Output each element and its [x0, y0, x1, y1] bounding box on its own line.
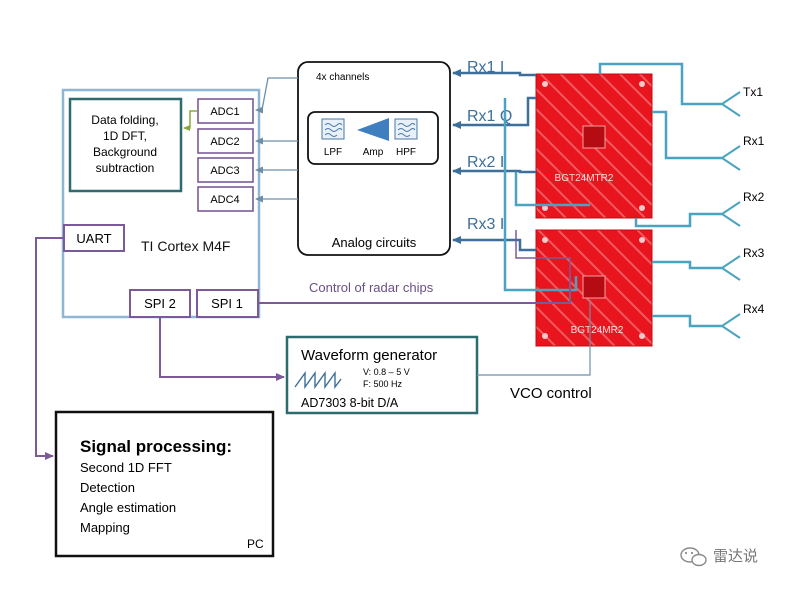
- processing-box: [68, 97, 183, 193]
- vco-label: VCO control: [510, 385, 592, 402]
- rx1q-label: Rx1 Q: [467, 108, 512, 125]
- spi1-label: SPI 1: [211, 296, 243, 311]
- analog-to-adc1-arrow: [255, 77, 298, 114]
- adc3-label: ADC3: [210, 165, 239, 177]
- rx1i-arrow: [452, 69, 536, 77]
- vco-control-line: [477, 300, 591, 376]
- pc-title: Signal processing:: [80, 437, 232, 456]
- watermark-text: 雷达说: [713, 548, 758, 565]
- antenna-tx1-label: Tx1: [743, 85, 763, 99]
- rx2i-arrow: [452, 167, 536, 175]
- antenna-rx1-label: Rx1: [743, 134, 765, 148]
- antenna-rx2: [721, 201, 741, 227]
- adc-to-processing-arrow: [183, 110, 197, 131]
- sawtooth-icon: [294, 370, 342, 390]
- adc2-label: ADC2: [210, 136, 239, 148]
- adc1-box: [197, 98, 254, 124]
- adc4-label: ADC4: [210, 194, 239, 206]
- adc4-box: [197, 186, 254, 212]
- waveform-dac: AD7303 8-bit D/A: [301, 396, 399, 410]
- wechat-icon: [680, 547, 707, 567]
- spi1-control-line: [258, 276, 571, 304]
- waveform-box: [285, 335, 479, 415]
- rx3i-label: Rx3 I: [467, 216, 504, 233]
- spi1-control-line-tx: [515, 230, 571, 276]
- processing-line-4: subtraction: [96, 161, 155, 175]
- uart-to-pc-arrow: [35, 237, 64, 460]
- antenna-rx1: [721, 145, 741, 171]
- spi1-box: [196, 289, 259, 318]
- channels-note: 4x channels: [316, 72, 369, 83]
- pc-label: PC: [247, 537, 264, 551]
- antenna-rx2-label: Rx2: [743, 190, 765, 204]
- uart-label: UART: [76, 231, 111, 246]
- processing-line-3: Background: [93, 145, 157, 159]
- antenna-feeds: [503, 62, 722, 328]
- control-label: Control of radar chips: [309, 280, 434, 295]
- rx2i-label: Rx2 I: [467, 154, 504, 171]
- pc-item-1: Second 1D FFT: [80, 460, 172, 475]
- antenna-rx3: [721, 255, 741, 281]
- rx1q-arrow: [452, 96, 536, 129]
- lpf-label: LPF: [324, 147, 342, 158]
- spi2-to-waveform-arrow: [159, 317, 285, 381]
- waveform-title: Waveform generator: [301, 347, 437, 364]
- antenna-rx4: [721, 313, 741, 339]
- antenna-rx3-label: Rx3: [743, 246, 765, 260]
- pc-box: [54, 410, 275, 558]
- tx-chip-label: BGT24MTR2: [555, 173, 614, 184]
- pc-item-2: Detection: [80, 480, 135, 495]
- analog-title: Analog circuits: [332, 235, 417, 250]
- amp-icon: [357, 118, 389, 141]
- adc1-label: ADC1: [210, 106, 239, 118]
- tx-chip: [535, 73, 653, 219]
- waveform-freq: F: 500 Hz: [363, 379, 403, 389]
- antenna-tx1: [721, 91, 741, 117]
- hpf-label: HPF: [396, 147, 416, 158]
- rx-chip-label: BGT24MR2: [571, 325, 624, 336]
- spi2-label: SPI 2: [144, 296, 176, 311]
- antenna-rx4-label: Rx4: [743, 302, 765, 316]
- spi2-box: [129, 289, 191, 318]
- processing-line-2: 1D DFT,: [103, 129, 147, 143]
- processing-line-1: Data folding,: [91, 113, 158, 127]
- waveform-voltage: V: 0.8 – 5 V: [363, 367, 410, 377]
- rx1i-label: Rx1 I: [467, 59, 504, 76]
- rx-chip: [535, 229, 653, 347]
- rx3i-arrow: [452, 236, 536, 252]
- amp-label: Amp: [363, 147, 384, 158]
- mcu-label: TI Cortex M4F: [141, 238, 230, 254]
- pc-item-4: Mapping: [80, 520, 130, 535]
- adc3-box: [197, 157, 254, 183]
- adc2-box: [197, 128, 254, 154]
- pc-item-3: Angle estimation: [80, 500, 176, 515]
